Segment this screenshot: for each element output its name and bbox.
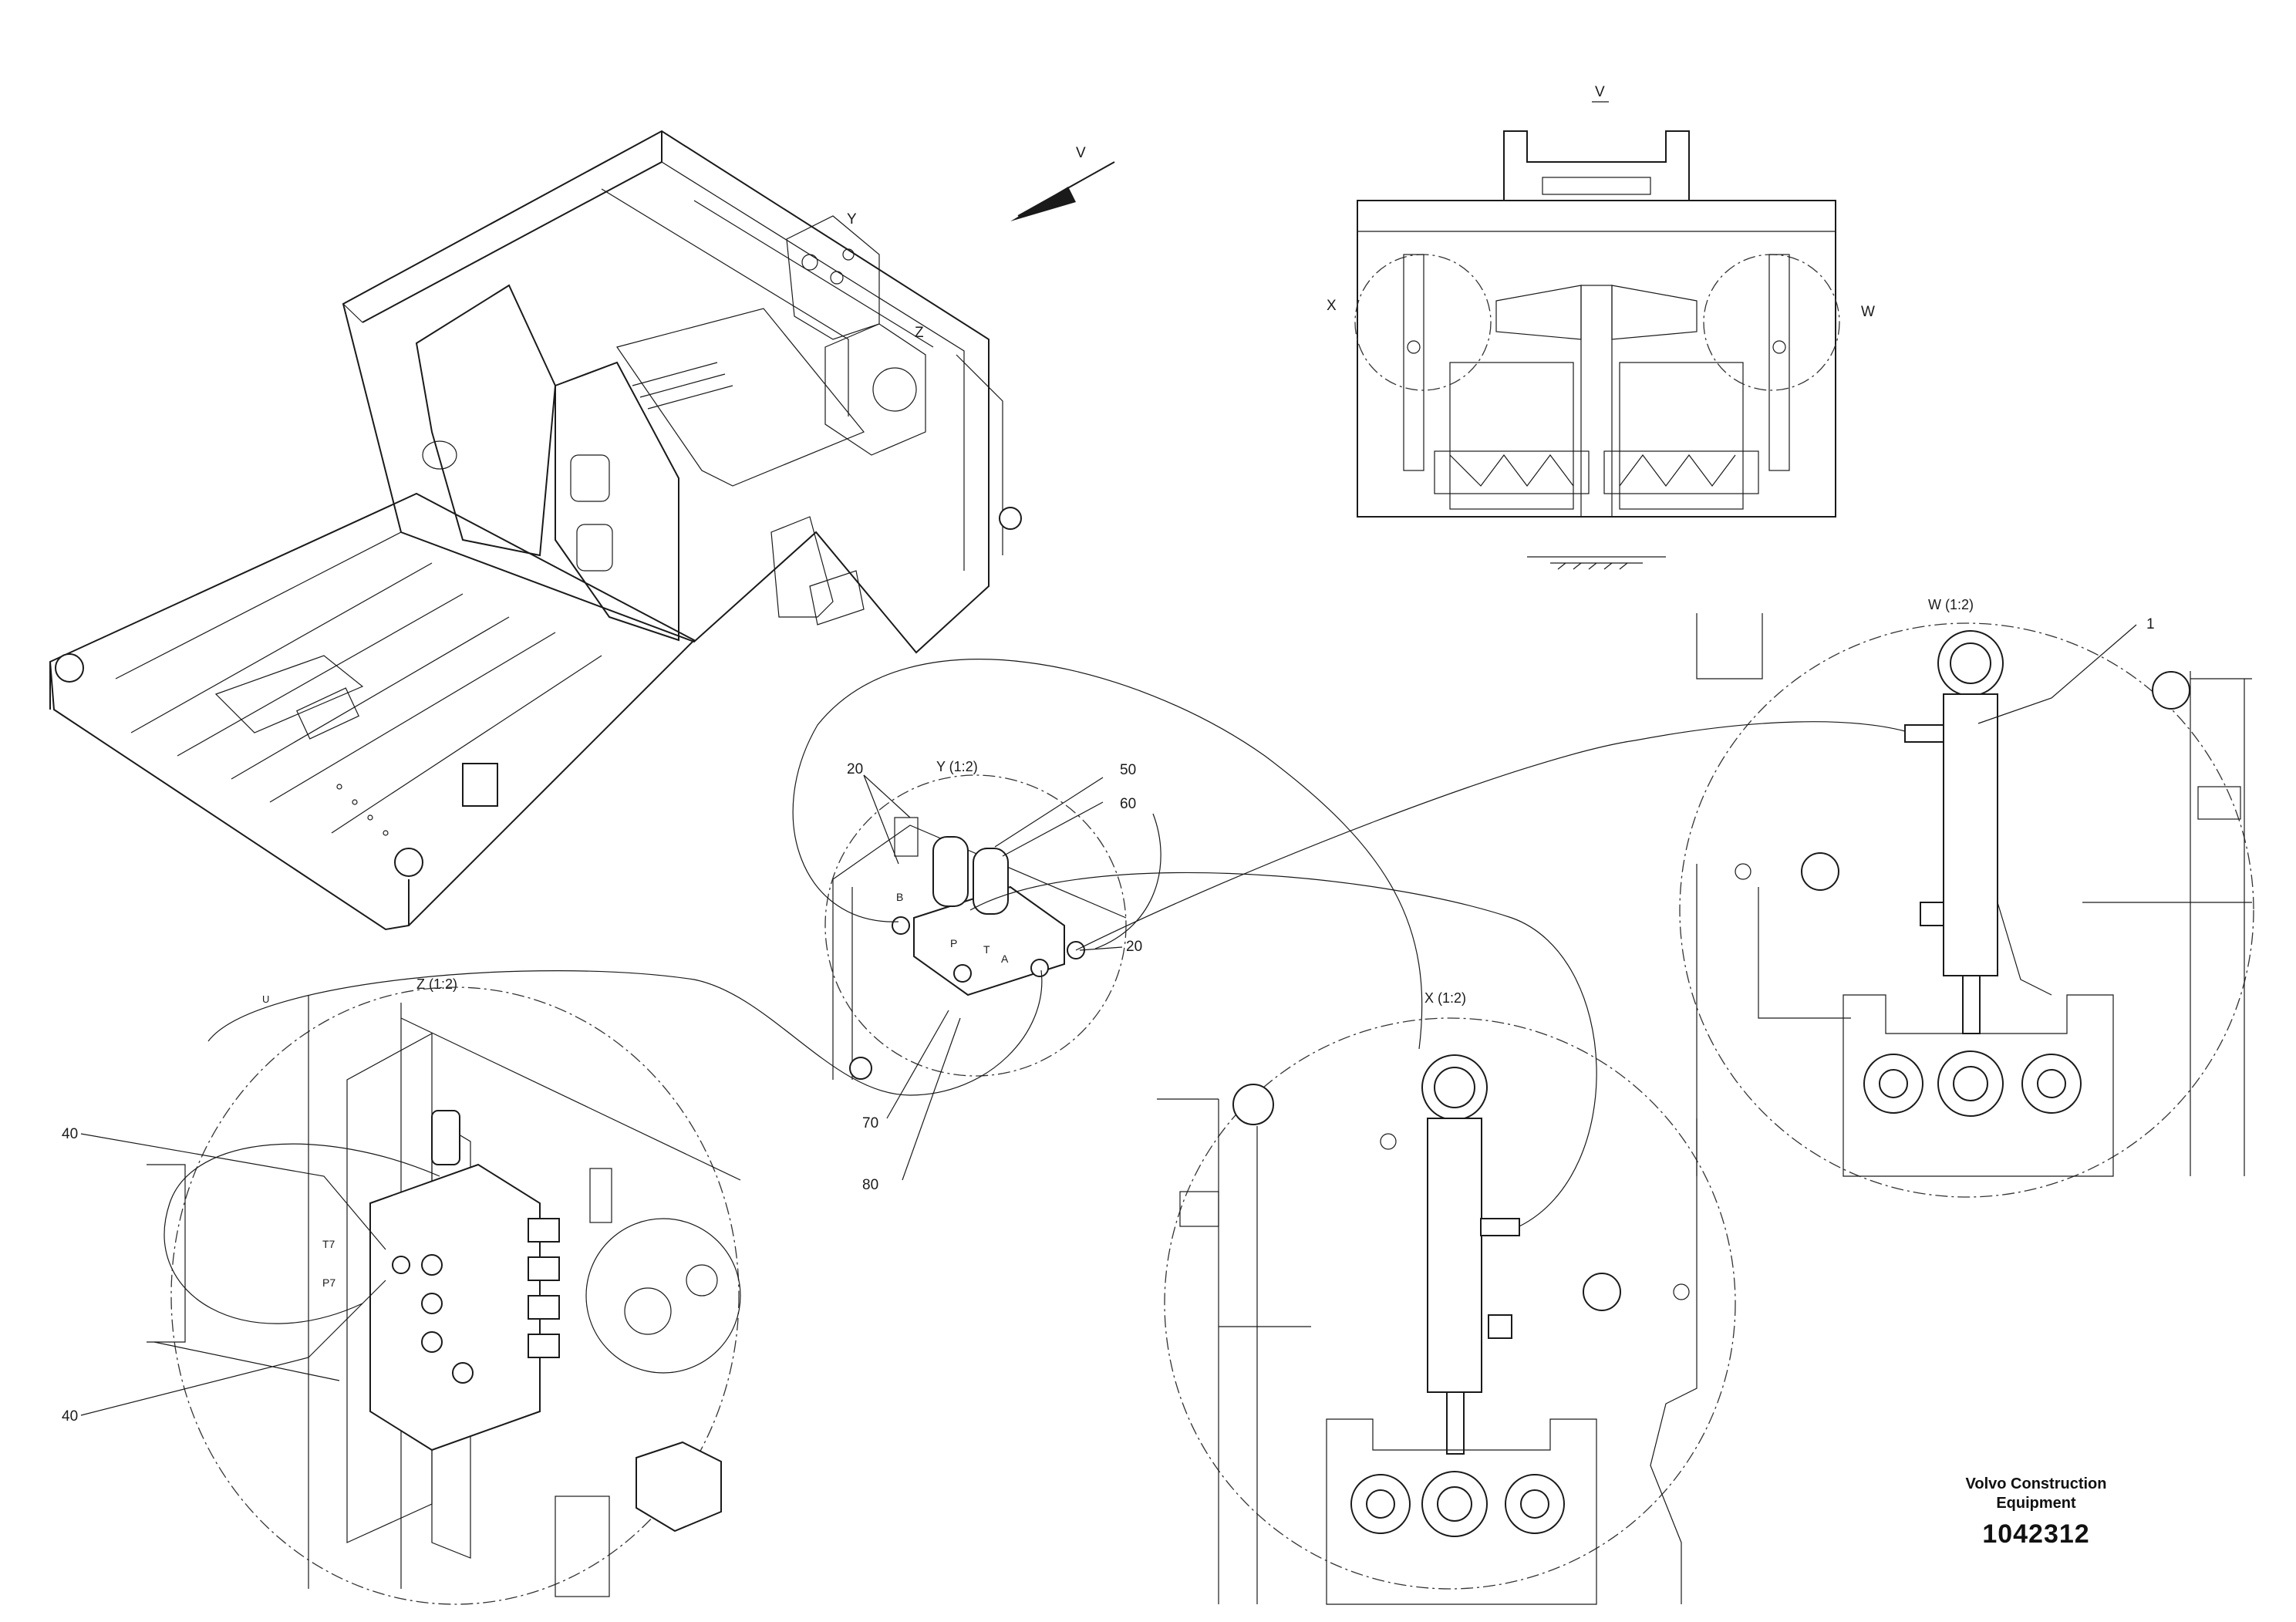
view-w-side-label: W	[1861, 304, 1875, 320]
detail-w-drawing: W (1:2) 1	[1679, 597, 2254, 1198]
callout-40-bottom: 40	[62, 1408, 78, 1425]
brand-line-2: Equipment	[1996, 1495, 2076, 1512]
port-t-label: T	[983, 943, 990, 956]
drawing-number: 1042312	[1982, 1519, 2090, 1549]
callout-70: 70	[862, 1115, 878, 1131]
port-p7-label: P7	[322, 1276, 335, 1289]
title-block: Volvo Construction Equipment 1042312	[1928, 1475, 2144, 1549]
view-v-arrow-label: V	[1076, 145, 1086, 161]
callout-60: 60	[1120, 796, 1136, 812]
detail-z-drawing: Z (1:2) T7 P7 40 40	[62, 976, 741, 1605]
callout-40-top: 40	[62, 1126, 78, 1142]
detail-y-drawing: Y (1:2) B A P T 20 50 60 20 70 80	[824, 759, 1142, 1193]
detail-y-title: Y (1:2)	[936, 759, 978, 774]
z-marker-label: Z	[915, 325, 924, 341]
callout-80: 80	[862, 1177, 878, 1193]
isometric-frame-view	[49, 130, 1022, 931]
port-p-label: P	[950, 937, 957, 949]
detail-x-title: X (1:2)	[1424, 990, 1466, 1006]
view-v-arrow: V	[1010, 145, 1115, 221]
callout-1: 1	[2146, 616, 2155, 632]
callout-20-right: 20	[1126, 939, 1142, 955]
view-x-side-label: X	[1327, 298, 1337, 314]
detail-w-title: W (1:2)	[1928, 597, 1974, 612]
callout-20-top: 20	[847, 761, 863, 777]
mark-u: U	[262, 993, 269, 1005]
view-v-title: V	[1595, 84, 1605, 100]
port-t7-label: T7	[322, 1238, 335, 1250]
detail-z-title: Z (1:2)	[416, 976, 457, 992]
detail-x-drawing: X (1:2)	[1157, 990, 1736, 1605]
callout-50: 50	[1120, 762, 1136, 778]
y-marker-label: Y	[847, 211, 857, 228]
view-v-drawing: V X W	[1327, 84, 1875, 570]
port-a-label: A	[1001, 953, 1009, 965]
port-b-label: B	[896, 891, 903, 903]
brand-line-1: Volvo Construction	[1965, 1475, 2107, 1492]
hose-routings	[164, 659, 1906, 1324]
